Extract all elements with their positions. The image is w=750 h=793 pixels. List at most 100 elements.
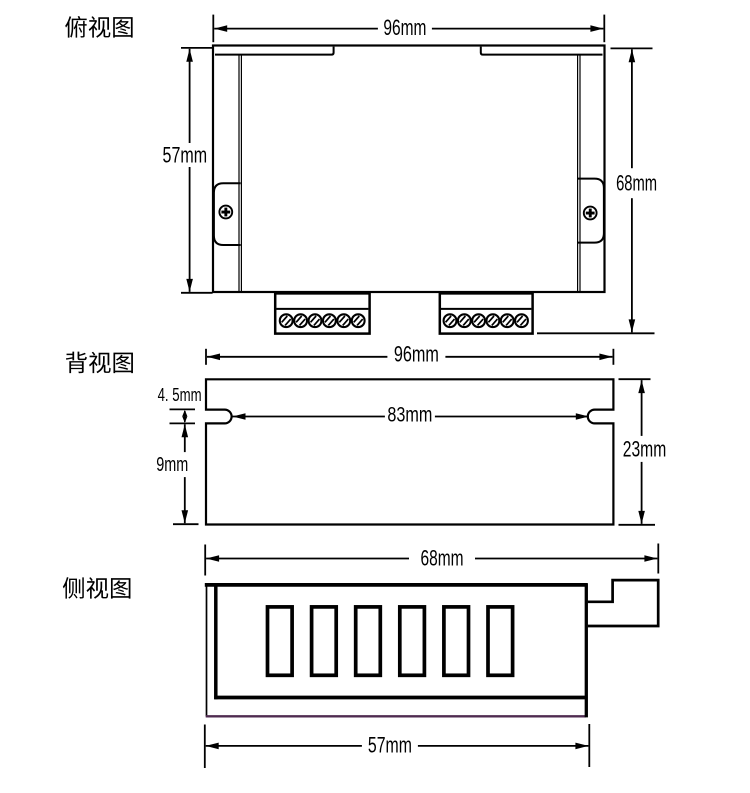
terminal-screw-slot-line <box>516 315 524 323</box>
back-view-label-glyph-0 <box>65 351 87 374</box>
back-view-dim-width-text: 96mm <box>394 342 439 367</box>
terminal-screw-left-3 <box>321 313 337 329</box>
terminal-screw-ring <box>442 313 458 329</box>
terminal-block-left-outline <box>273 292 371 335</box>
terminal-screw-slot-line <box>313 318 321 326</box>
back-view-dim-slot-drop-arrow-bottom <box>181 510 189 524</box>
back-view-dim-slot-height: 4. 5mm <box>158 385 202 425</box>
top-view-top-lip-right <box>479 46 603 56</box>
terminal-screw-slot-line <box>505 318 513 326</box>
terminal-screw-slot-line <box>342 318 349 326</box>
top-view-screw-right-cross-v <box>588 208 592 218</box>
terminal-screw-ring <box>293 313 309 329</box>
terminal-screw-left-2 <box>307 313 323 329</box>
terminal-screw-slot-line <box>353 315 360 323</box>
top-view-dim-body-height-text: 57mm <box>163 143 208 168</box>
terminal-screw-slot-line <box>298 318 306 326</box>
side-view-dim-body-depth-arrow-left <box>205 742 219 750</box>
top-view-dim-overall-height: 68mm <box>537 47 660 335</box>
back-view-dim-height-arrow-bottom <box>638 510 645 524</box>
terminal-screw-ring <box>321 313 337 329</box>
terminal-screw-ring <box>336 313 352 329</box>
top-view-label-glyph-0 <box>65 15 87 38</box>
back-view-dim-slot-height-arrow-up <box>182 409 188 417</box>
top-view-screw-left <box>218 204 234 220</box>
side-view-vent-slot-3 <box>397 605 427 678</box>
terminal-screw-ring <box>499 313 515 329</box>
side-view-label-glyphs <box>62 577 131 599</box>
terminal-screw-left-1 <box>293 313 309 329</box>
top-view-dim-overall-height-text: 68mm <box>616 171 657 196</box>
top-view-dim-body-height-arrow-bottom <box>186 278 193 292</box>
side-view-dim-body-depth-text-mask <box>361 732 418 757</box>
top-view-label-glyph-1 <box>88 16 111 38</box>
side-view-dim-overall-depth-text: 68mm <box>421 545 464 570</box>
side-view-dim-body-depth-arrow-right <box>575 742 589 750</box>
side-view-vent-slot-5 <box>486 605 515 678</box>
side-view-vent-slot-0 <box>265 605 294 678</box>
back-view-dim-width-arrow-left <box>207 353 220 361</box>
back-view-label-glyph-1 <box>89 351 111 374</box>
back-view-label: 背视图 <box>65 351 133 374</box>
top-view-screw-left-cross-v <box>224 207 228 217</box>
back-view-dim-slot-span: 83mm <box>232 403 589 426</box>
top-view-dim-width-arrow-right <box>590 25 604 32</box>
terminal-screw-ring <box>456 313 472 329</box>
back-view-dim-slot-height-arrow-down <box>182 416 188 423</box>
back-view-dim-slot-span-text-mask <box>384 404 435 426</box>
top-view-dim-overall-height-text-mask <box>613 168 660 199</box>
back-view-body-outline <box>204 378 615 526</box>
side-view-label-glyph-1 <box>86 577 109 599</box>
top-view-screw-plate-right <box>577 177 605 244</box>
terminal-screw-slot-line <box>444 315 452 323</box>
terminal-screw-ring <box>278 313 294 329</box>
terminal-block-left <box>273 292 371 335</box>
side-view-dim-overall-depth: 68mm <box>204 543 660 576</box>
terminal-screw-right-0 <box>442 313 458 329</box>
terminal-screw-right-4 <box>499 313 515 329</box>
back-view-label-glyphs <box>65 351 133 374</box>
terminal-screw-right-2 <box>471 313 487 329</box>
back-view-dim-slot-drop-arrow-top <box>181 424 189 438</box>
terminal-screw-ring <box>307 313 323 329</box>
top-view-screw-right-ring <box>582 205 598 221</box>
back-view-dim-width-arrow-right <box>599 353 613 361</box>
top-view-screw-plate-left <box>212 182 241 246</box>
top-view-dim-width: 96mm <box>212 14 606 43</box>
top-view-dim-body-height: 57mm <box>159 47 213 294</box>
back-view-dim-slot-span-arrow-left <box>232 413 246 420</box>
side-view-dim-overall-depth-arrow-right <box>644 555 658 562</box>
side-view-dim-overall-depth-arrow-left <box>206 555 220 562</box>
top-view-dim-overall-height-arrow-top <box>628 49 636 63</box>
terminal-screw-right-1 <box>456 313 472 329</box>
terminal-screw-slot-line <box>502 315 509 323</box>
back-view-dim-slot-drop-text: 9mm <box>156 453 188 476</box>
back-view-dim-height-text-mask <box>619 435 670 462</box>
back-view-label-glyph-2 <box>113 352 133 374</box>
terminal-screw-ring <box>485 313 501 329</box>
back-view-dim-width: 96mm <box>205 342 615 367</box>
terminal-screw-slot-line <box>462 318 470 326</box>
terminal-screw-slot-line <box>309 315 317 323</box>
terminal-screw-slot-line <box>491 318 499 326</box>
terminal-screw-slot-line <box>324 315 332 323</box>
top-view-screw-right <box>582 205 598 221</box>
back-view: 背视图 96mm 83mm 4. 5mm 9mm 23mm <box>65 342 670 526</box>
top-view-dim-overall-height-arrow-bottom <box>628 319 636 333</box>
terminal-screw-slot-line <box>459 315 467 323</box>
top-view-top-lip-left <box>215 46 335 56</box>
back-view-dim-slot-span-arrow-right <box>575 413 589 420</box>
terminal-screw-ring <box>514 313 529 329</box>
terminal-screw-right-3 <box>485 313 501 329</box>
terminal-block-right-outline <box>438 292 534 335</box>
top-view-label: 俯视图 <box>65 15 133 38</box>
terminal-screw-left-5 <box>350 313 366 329</box>
terminal-screw-slot-line <box>487 315 495 323</box>
top-view-body-outline <box>211 44 606 294</box>
back-view-dim-width-text-mask <box>387 343 446 366</box>
top-view-screw-left-ring <box>218 204 234 220</box>
terminal-screw-slot-line <box>519 318 527 326</box>
top-view-dim-body-height-arrow-top <box>186 48 193 62</box>
side-view: 侧视图 68mm 57mm <box>62 543 660 768</box>
